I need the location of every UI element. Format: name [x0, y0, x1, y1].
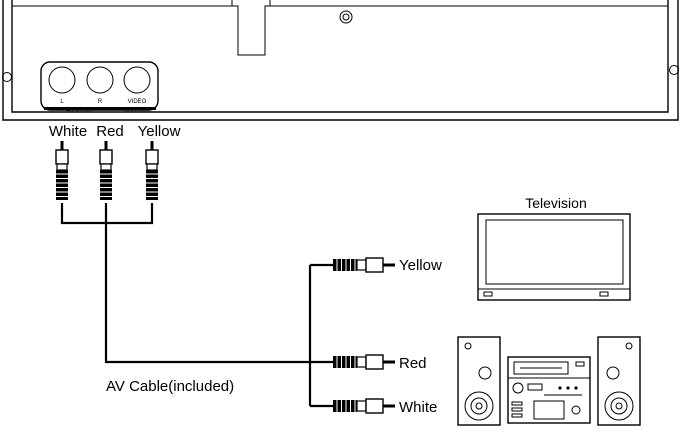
- video-jack: [123, 66, 151, 94]
- rca-plug-white-top: [55, 141, 69, 200]
- rca-plug-yellow-top: [145, 141, 159, 200]
- television-label: Television: [525, 195, 586, 211]
- audio-left-jack: [48, 66, 76, 94]
- label-red-end: Red: [399, 355, 427, 372]
- mounting-hole-left: [2, 72, 12, 82]
- cable-label: AV Cable(included): [106, 378, 234, 395]
- stereo-system-icon: [457, 336, 641, 426]
- television-icon: [477, 213, 631, 301]
- label-white-top: White: [49, 123, 87, 140]
- label-yellow-top: Yellow: [138, 123, 181, 140]
- jack-label-left: L: [60, 99, 64, 105]
- label-red-top: Red: [96, 123, 124, 140]
- rca-plug-red-top: [99, 141, 113, 200]
- left-speaker-icon: [457, 336, 501, 426]
- top-plugs: [55, 141, 159, 200]
- audio-out-label: AUDIO OUT: [66, 108, 94, 114]
- end-plugs: [333, 257, 395, 414]
- label-white-end: White: [399, 399, 437, 416]
- jack-label-right: R: [98, 99, 103, 105]
- output-jack-panel: L R VIDEO AUDIO OUT VIDEO OUT: [40, 61, 159, 114]
- jack-label-video: VIDEO: [128, 99, 147, 105]
- screw-icon: [339, 10, 353, 24]
- label-yellow-end: Yellow: [399, 257, 442, 274]
- stereo-receiver-icon: [507, 356, 591, 424]
- av-cable: [60, 203, 336, 408]
- rca-plug-yellow-end: [333, 257, 395, 273]
- video-out-label: VIDEO OUT: [123, 108, 151, 114]
- audio-right-jack: [86, 66, 114, 94]
- device-rear-panel: [2, 0, 679, 121]
- rca-plug-white-end: [333, 398, 395, 414]
- right-speaker-icon: [597, 336, 641, 426]
- mounting-hole-right: [669, 65, 679, 75]
- rca-plug-red-end: [333, 354, 395, 370]
